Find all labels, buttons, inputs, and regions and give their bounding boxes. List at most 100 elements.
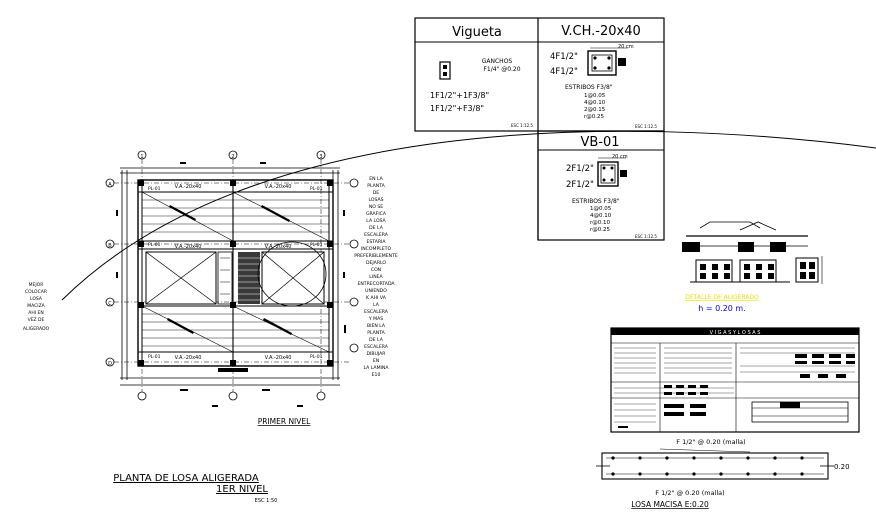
vigueta-title: Vigueta — [452, 25, 502, 40]
main-title-scale: ESC 1:50 — [255, 498, 278, 504]
grid-label-2: 2 — [231, 154, 234, 160]
vb01-estribos-title: ESTRIBOS F3/8" — [572, 198, 620, 205]
vigueta-scale: ESC 1:12.5 — [511, 123, 533, 128]
right-note-line: ESCALERA — [364, 344, 389, 350]
grid-label-b: B — [108, 243, 112, 249]
vch-estribo-3: 2@0.15 — [584, 107, 606, 113]
right-note: EN LA PLANTA DE LOSAS NO SE GRAFICA LA L… — [354, 176, 398, 378]
right-note-line: UNIENDO — [365, 288, 387, 294]
beam-label-4: V.A.-20x40 — [265, 244, 292, 250]
grid-label-c: C — [108, 301, 112, 307]
right-note-line: ESCALERA — [364, 309, 389, 315]
vb01-estribo-2: 4@0.10 — [590, 213, 612, 219]
vb01-bars-top: 2F1/2" — [566, 164, 594, 174]
main-title-line-2: 1ER NIVEL — [216, 484, 268, 495]
vch-estribo-1: 1@0.05 — [584, 93, 606, 99]
detail-title: DETALLE DE ALIGERADO — [685, 294, 759, 301]
right-note-line: K AHI VA — [366, 295, 387, 301]
beam-label-6: V.A.-20x40 — [265, 355, 292, 361]
arc-line — [61, 130, 876, 301]
losa-thickness: 0.20 — [834, 463, 850, 471]
vb01-scale: ESC 1:12.5 — [635, 234, 657, 239]
left-note-line-2: COLOCAR — [25, 289, 47, 295]
vigueta-bars-top: 1F1/2"+1F3/8" — [430, 91, 489, 100]
floor-plan: 1 2 3 A B C D — [105, 150, 359, 426]
grid-label-a: A — [108, 182, 112, 188]
right-note-line: LA — [373, 302, 380, 308]
right-note-line: ENTRECORTADA — [357, 281, 395, 287]
vch-scale: ESC 1:12.5 — [635, 124, 657, 129]
pl-label-1: PL-01 — [148, 186, 161, 192]
vch-bars-bottom: 4F1/2" — [550, 67, 578, 77]
vch-title: V.CH.-20x40 — [561, 24, 641, 39]
beam-label-2: V.A.-20x40 — [265, 184, 292, 190]
right-note-line: CON — [371, 267, 381, 273]
right-note-line: PLANTA — [367, 330, 385, 336]
losa-title: LOSA MACISA E:0.20 — [631, 500, 709, 509]
right-note-line: DE LA — [369, 337, 384, 343]
right-note-line: LINEA — [369, 274, 383, 280]
vb01-estribo-1: 1@0.05 — [590, 206, 612, 212]
pl-label-4: PL-01 — [310, 242, 323, 248]
main-title: PLANTA DE LOSA ALIGERADA 1ER NIVEL ESC 1… — [113, 473, 277, 504]
pl-label-2: PL-01 — [310, 186, 323, 192]
right-note-line: E10 — [372, 372, 381, 378]
left-note-line-1: MEJOR — [29, 282, 44, 288]
grid-label-3: 3 — [319, 154, 322, 160]
right-note-line: EN LA — [369, 176, 383, 182]
right-note-line: DE — [373, 190, 380, 196]
spec-table: V I G A S Y L O S A S — [610, 327, 860, 433]
aligerado-detail: DETALLE DE ALIGERADO h = 0.20 m. — [682, 221, 823, 313]
vch-estribo-2: 4@0.10 — [584, 100, 606, 106]
beam-label-5: V.A.-20x40 — [175, 355, 202, 361]
main-title-line-1: PLANTA DE LOSA ALIGERADA — [113, 473, 259, 484]
right-note-line: ESTARIA — [366, 239, 386, 245]
spec-table-title: V I G A S Y L O S A S — [710, 330, 761, 336]
right-note-line: LA LOSA — [366, 218, 386, 224]
vch-dim: 20 cm — [618, 44, 634, 50]
pl-label-6: PL-01 — [310, 354, 323, 360]
vigueta-bars-bottom: 1F1/2"+F3/8" — [430, 104, 484, 113]
left-note-line-3: LOSA — [30, 296, 43, 302]
right-note-line: PREFERIBLEMENTE — [354, 253, 398, 259]
right-note-line: Y MAS — [368, 316, 383, 322]
left-note-line-7: ALIGERADO — [23, 326, 50, 332]
losa-top-label: F 1/2" @ 0.20 (malla) — [676, 438, 745, 446]
right-note-line: ESCALERA — [364, 232, 389, 238]
detail-height: h = 0.20 m. — [698, 304, 746, 313]
right-note-line: DE LA — [369, 225, 384, 231]
right-note-line: BIEN LA — [367, 323, 386, 329]
right-note-line: EN — [373, 358, 379, 364]
right-note-line: PLANTA — [367, 183, 385, 189]
beam-label-3: V.A.-20x40 — [175, 244, 202, 250]
plan-caption: PRIMER NIVEL — [258, 417, 311, 426]
left-note-line-4: MACIZA — [27, 303, 45, 309]
grid-label-d: D — [108, 361, 112, 367]
vigueta-ganchos-spec: F1/4" @0.20 — [483, 66, 520, 73]
right-note-line: INCOMPLETO — [361, 246, 392, 252]
right-note-line: DIBUJAR — [366, 351, 386, 357]
vb01-dim: 20 cm — [612, 154, 628, 160]
vb01-title: VB-01 — [580, 135, 619, 150]
right-note-line: NO SE — [369, 204, 383, 210]
grid-label-1: 1 — [140, 154, 143, 160]
right-note-line: LA LAMINA — [364, 365, 390, 371]
vb01-estribo-3: r@0.10 — [590, 220, 611, 226]
vch-bars-top: 4F1/2" — [550, 52, 578, 62]
vch-estribo-4: r@0.25 — [584, 114, 605, 120]
vb01-estribo-4: r@0.25 — [590, 227, 611, 233]
vigueta-ganchos: GANCHOS — [482, 58, 513, 65]
vch-estribos-title: ESTRIBOS F3/8" — [565, 84, 613, 91]
left-note-line-5: AHI EN — [28, 310, 43, 316]
losa-bottom-label: F 1/2" @ 0.20 (malla) — [655, 489, 724, 497]
left-note-line-6: VEZ DE — [28, 317, 45, 323]
left-note: MEJOR COLOCAR LOSA MACIZA AHI EN VEZ DE … — [23, 282, 50, 332]
right-note-line: GRAFICA — [366, 211, 387, 217]
right-note-line: DEJARLO — [366, 260, 386, 266]
beam-label-1: V.A.-20x40 — [175, 184, 202, 190]
vb01-bars-bottom: 2F1/2" — [566, 180, 594, 190]
right-note-line: LOSAS — [368, 197, 383, 203]
pl-label-5: PL-01 — [148, 354, 161, 360]
losa-macisa-section: F 1/2" @ 0.20 (malla) 0.20 F 1/2" @ 0.20… — [596, 438, 850, 509]
